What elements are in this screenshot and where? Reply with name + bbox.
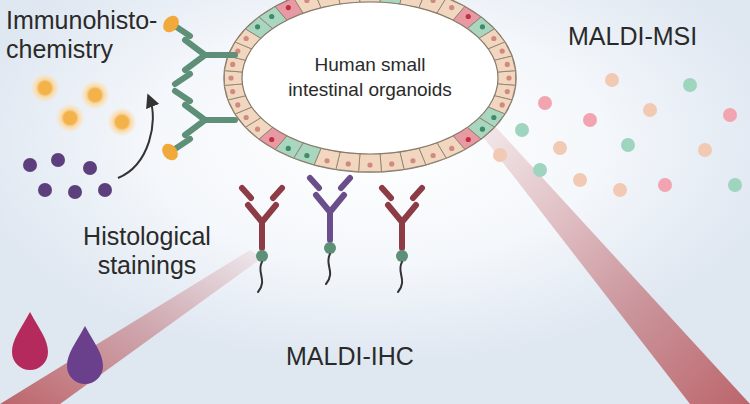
secondary-label — [159, 13, 182, 164]
organoid-label-box: Human small intestinal organoids — [275, 23, 465, 133]
antibody — [175, 26, 235, 149]
method-label: Histological stainings — [52, 222, 242, 280]
method-label: MALDI-IHC — [286, 342, 414, 371]
laser-beam — [470, 112, 750, 404]
method-label: Immunohisto- chemistry — [6, 6, 156, 64]
node-text: Human small intestinal organoids — [275, 53, 465, 102]
ion-dots — [493, 73, 742, 197]
tagged-antibody — [242, 178, 422, 292]
method-label: MALDI-MSI — [568, 22, 697, 51]
chromogen-dots — [23, 74, 153, 199]
stain-droplet — [12, 312, 103, 384]
organoid-ring — [224, 0, 516, 172]
